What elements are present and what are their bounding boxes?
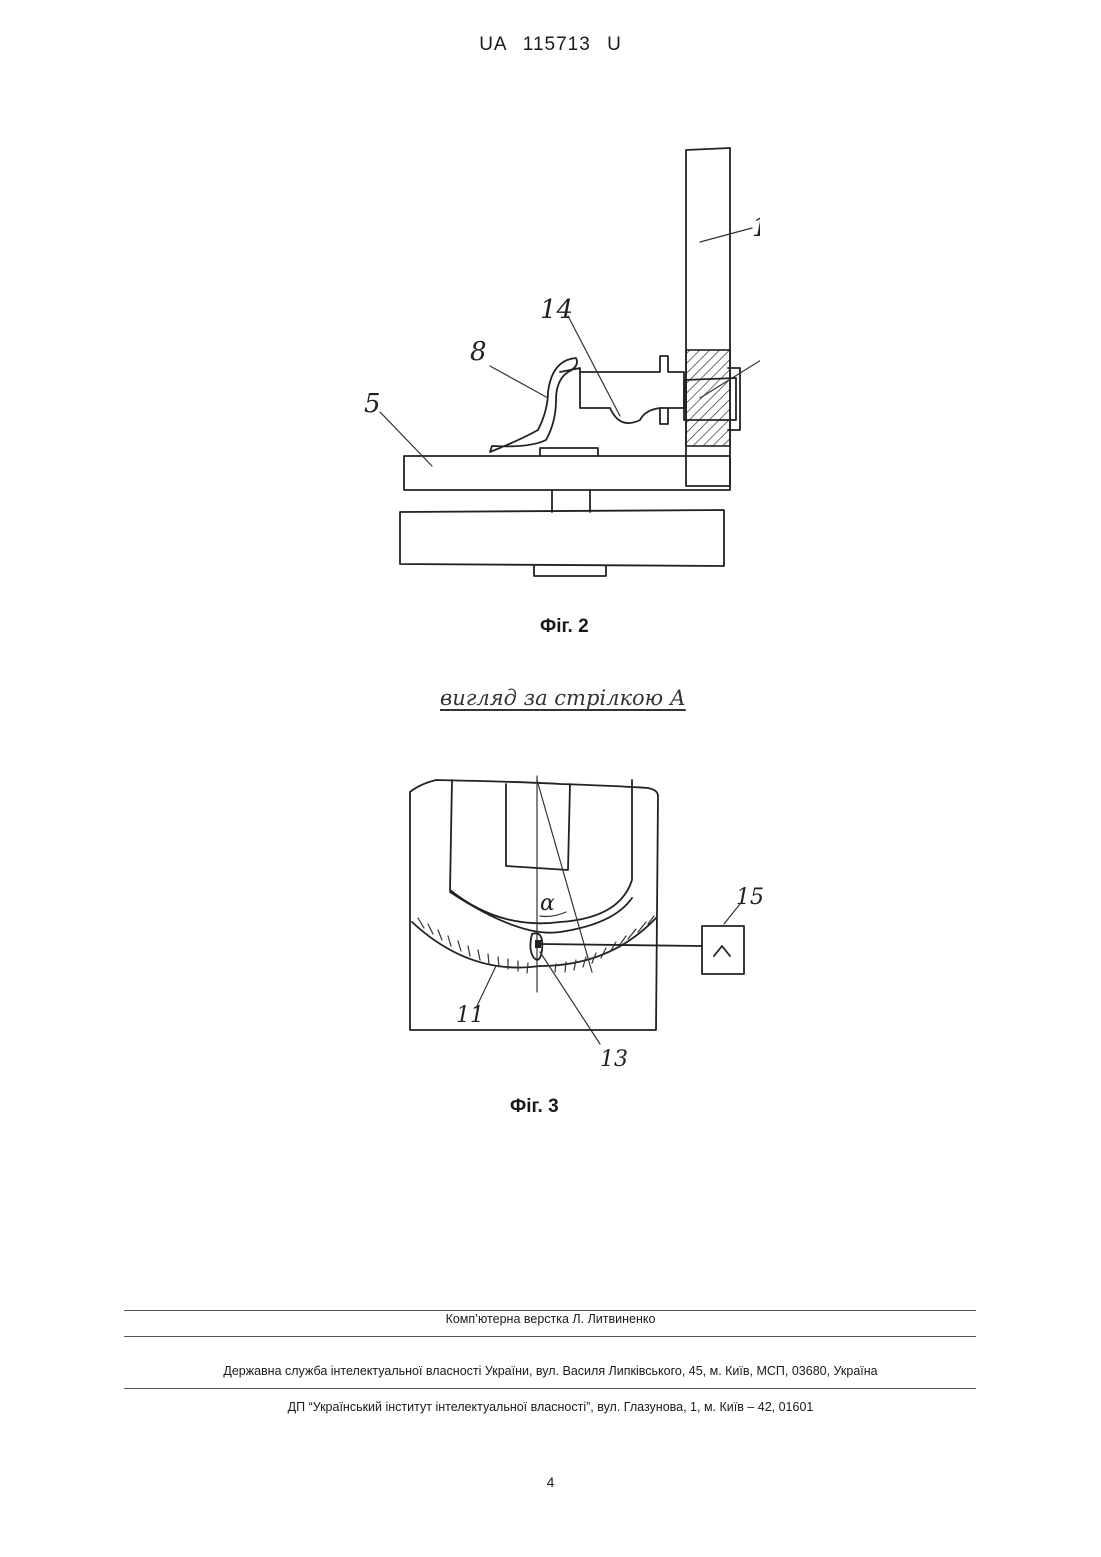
footer-rule-2 (124, 1336, 976, 1337)
footer-institute: ДП “Український інститут інтелектуальної… (0, 1400, 1101, 1414)
label-15: 15 (736, 885, 764, 910)
slot (506, 784, 570, 870)
base-tab (540, 448, 598, 456)
figure-3-caption: Фіг. 3 (510, 1096, 559, 1118)
figure-3-drawing: 15 α 11 13 (400, 770, 780, 1080)
leader-10 (700, 228, 752, 242)
label-14: 14 (540, 295, 573, 325)
figure-3-svg: 15 α 11 13 (400, 770, 780, 1080)
figure-2-drawing: 10 14 8 9 5 (340, 135, 760, 595)
indicator-symbol (714, 946, 730, 956)
view-label: вигляд за стрілкою А (440, 686, 686, 710)
hatched-section (686, 350, 730, 446)
indicator-block (702, 926, 744, 974)
figure-2-svg: 10 14 8 9 5 (340, 135, 760, 595)
scale-outer-arc (412, 918, 656, 968)
leader-11 (476, 966, 496, 1008)
signal-line (541, 944, 702, 946)
label-10: 10 (752, 213, 760, 243)
clamp-body (560, 356, 684, 424)
label-5: 5 (364, 389, 381, 419)
leader-5 (380, 412, 432, 466)
figure-2-caption: Фіг. 2 (540, 616, 589, 638)
outer-frame (410, 780, 658, 1030)
footer-rule-3 (124, 1388, 976, 1389)
footer-rule-1 (124, 1310, 976, 1311)
footer-agency: Державна служба інтелектуальної власност… (0, 1364, 1101, 1378)
leader-8 (490, 366, 548, 398)
label-13: 13 (600, 1047, 628, 1072)
lower-disk (400, 510, 724, 566)
lower-tab (534, 566, 606, 576)
label-8: 8 (470, 337, 487, 367)
document-number: UA 115713 U (0, 34, 1101, 56)
shaft (552, 490, 590, 512)
page-number: 4 (0, 1474, 1101, 1490)
label-alpha: α (540, 891, 555, 916)
base-plate (404, 456, 730, 490)
footer-typesetting: Комп’ютерна верстка Л. Литвиненко (0, 1312, 1101, 1326)
label-11: 11 (456, 1003, 484, 1028)
